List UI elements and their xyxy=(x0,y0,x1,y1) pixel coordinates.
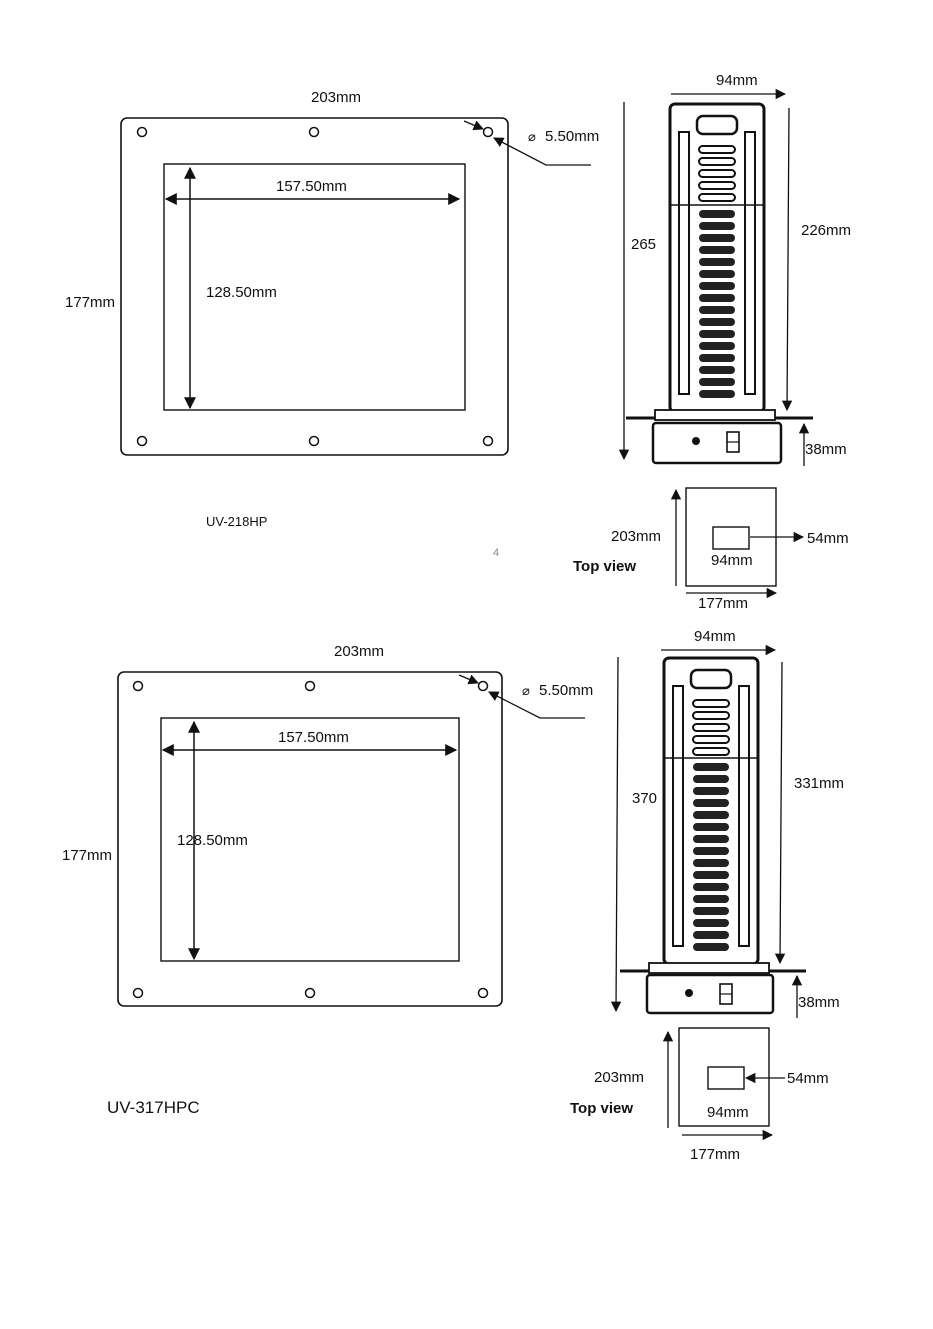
mounting-hole xyxy=(306,989,315,998)
total-height-label: 370 xyxy=(632,790,657,807)
cutout-height-label: 54mm xyxy=(787,1070,829,1087)
mounting-hole xyxy=(138,128,147,137)
page-number: 4 xyxy=(493,547,499,559)
body-height-label: 226mm xyxy=(801,222,851,239)
uv-lamp-coil xyxy=(697,116,737,398)
body-height-label: 331mm xyxy=(794,775,844,792)
flange-collar xyxy=(649,963,769,973)
side-rail-right xyxy=(745,132,755,394)
side-width-label: 94mm xyxy=(694,628,736,645)
plate-width-label: 203mm xyxy=(311,89,361,106)
indicator-light xyxy=(685,989,693,997)
inner-width-label: 157.50mm xyxy=(276,178,347,195)
top-height-label: 203mm xyxy=(594,1069,644,1086)
ballast-base xyxy=(653,423,781,463)
diameter-symbol: ⌀ xyxy=(522,683,530,698)
plate-height-label: 177mm xyxy=(65,294,115,311)
mounting-hole xyxy=(138,437,147,446)
mounting-hole xyxy=(306,682,315,691)
mounting-hole xyxy=(479,682,488,691)
mounting-hole xyxy=(310,437,319,446)
mounting-hole xyxy=(479,989,488,998)
plate-width-label: 203mm xyxy=(334,643,384,660)
total-height-label: 265 xyxy=(631,236,656,253)
side-rail-left xyxy=(679,132,689,394)
diagram-uv-218hp: 157.50mm 128.50mm 203mm 177mm ⌀ 5.50mm 9… xyxy=(65,72,851,612)
mounting-hole xyxy=(484,437,493,446)
hole-callout-arrow xyxy=(459,675,478,683)
total-height-dim-line xyxy=(616,657,618,1011)
indicator-light xyxy=(692,437,700,445)
diameter-symbol: ⌀ xyxy=(528,129,536,144)
model-name: UV-317HPC xyxy=(107,1098,200,1117)
plate-outline xyxy=(118,672,502,1006)
cutout-width-label: 94mm xyxy=(711,552,753,569)
plate-outline xyxy=(121,118,508,455)
cutout-width-label: 94mm xyxy=(707,1104,749,1121)
top-width-label: 177mm xyxy=(698,595,748,612)
body-height-dim-line xyxy=(787,108,789,410)
side-rail-left xyxy=(673,686,683,946)
hole-diameter-label: 5.50mm xyxy=(545,128,599,145)
model-name: UV-218HP xyxy=(206,514,267,529)
mounting-hole xyxy=(134,682,143,691)
top-view-label: Top view xyxy=(570,1100,633,1117)
plate-height-label: 177mm xyxy=(62,847,112,864)
mounting-plate-2: 157.50mm 128.50mm 203mm 177mm ⌀ 5.50mm xyxy=(62,643,593,1006)
top-view-cutout xyxy=(713,527,749,549)
ballast-base xyxy=(647,975,773,1013)
side-view-1: 94mm 265 226mm 38mm xyxy=(624,72,851,466)
uv-lamp-coil xyxy=(691,670,731,951)
inner-height-label: 128.50mm xyxy=(206,284,277,301)
inner-height-label: 128.50mm xyxy=(177,832,248,849)
inner-width-label: 157.50mm xyxy=(278,729,349,746)
diagram-uv-317hpc: 157.50mm 128.50mm 203mm 177mm ⌀ 5.50mm 9… xyxy=(62,628,844,1163)
hole-diameter-label: 5.50mm xyxy=(539,682,593,699)
top-width-label: 177mm xyxy=(690,1146,740,1163)
top-height-label: 203mm xyxy=(611,528,661,545)
mounting-plate-1: 157.50mm 128.50mm 203mm 177mm ⌀ 5.50mm xyxy=(65,89,599,455)
top-view-label: Top view xyxy=(573,558,636,575)
side-width-label: 94mm xyxy=(716,72,758,89)
mounting-hole xyxy=(134,989,143,998)
mounting-hole xyxy=(484,128,493,137)
hole-callout-arrow xyxy=(464,121,483,129)
side-view-2: 94mm 370 331mm 38mm xyxy=(616,628,844,1018)
mounting-hole xyxy=(310,128,319,137)
top-view-cutout xyxy=(708,1067,744,1089)
base-height-label: 38mm xyxy=(805,441,847,458)
side-rail-right xyxy=(739,686,749,946)
base-height-label: 38mm xyxy=(798,994,840,1011)
body-height-dim-line xyxy=(780,662,782,963)
cutout-height-label: 54mm xyxy=(807,530,849,547)
flange-collar xyxy=(655,410,775,420)
top-view-2: 54mm 94mm 203mm Top view 177mm xyxy=(570,1028,829,1163)
top-view-1: 54mm 94mm 203mm Top view 177mm xyxy=(573,488,849,612)
